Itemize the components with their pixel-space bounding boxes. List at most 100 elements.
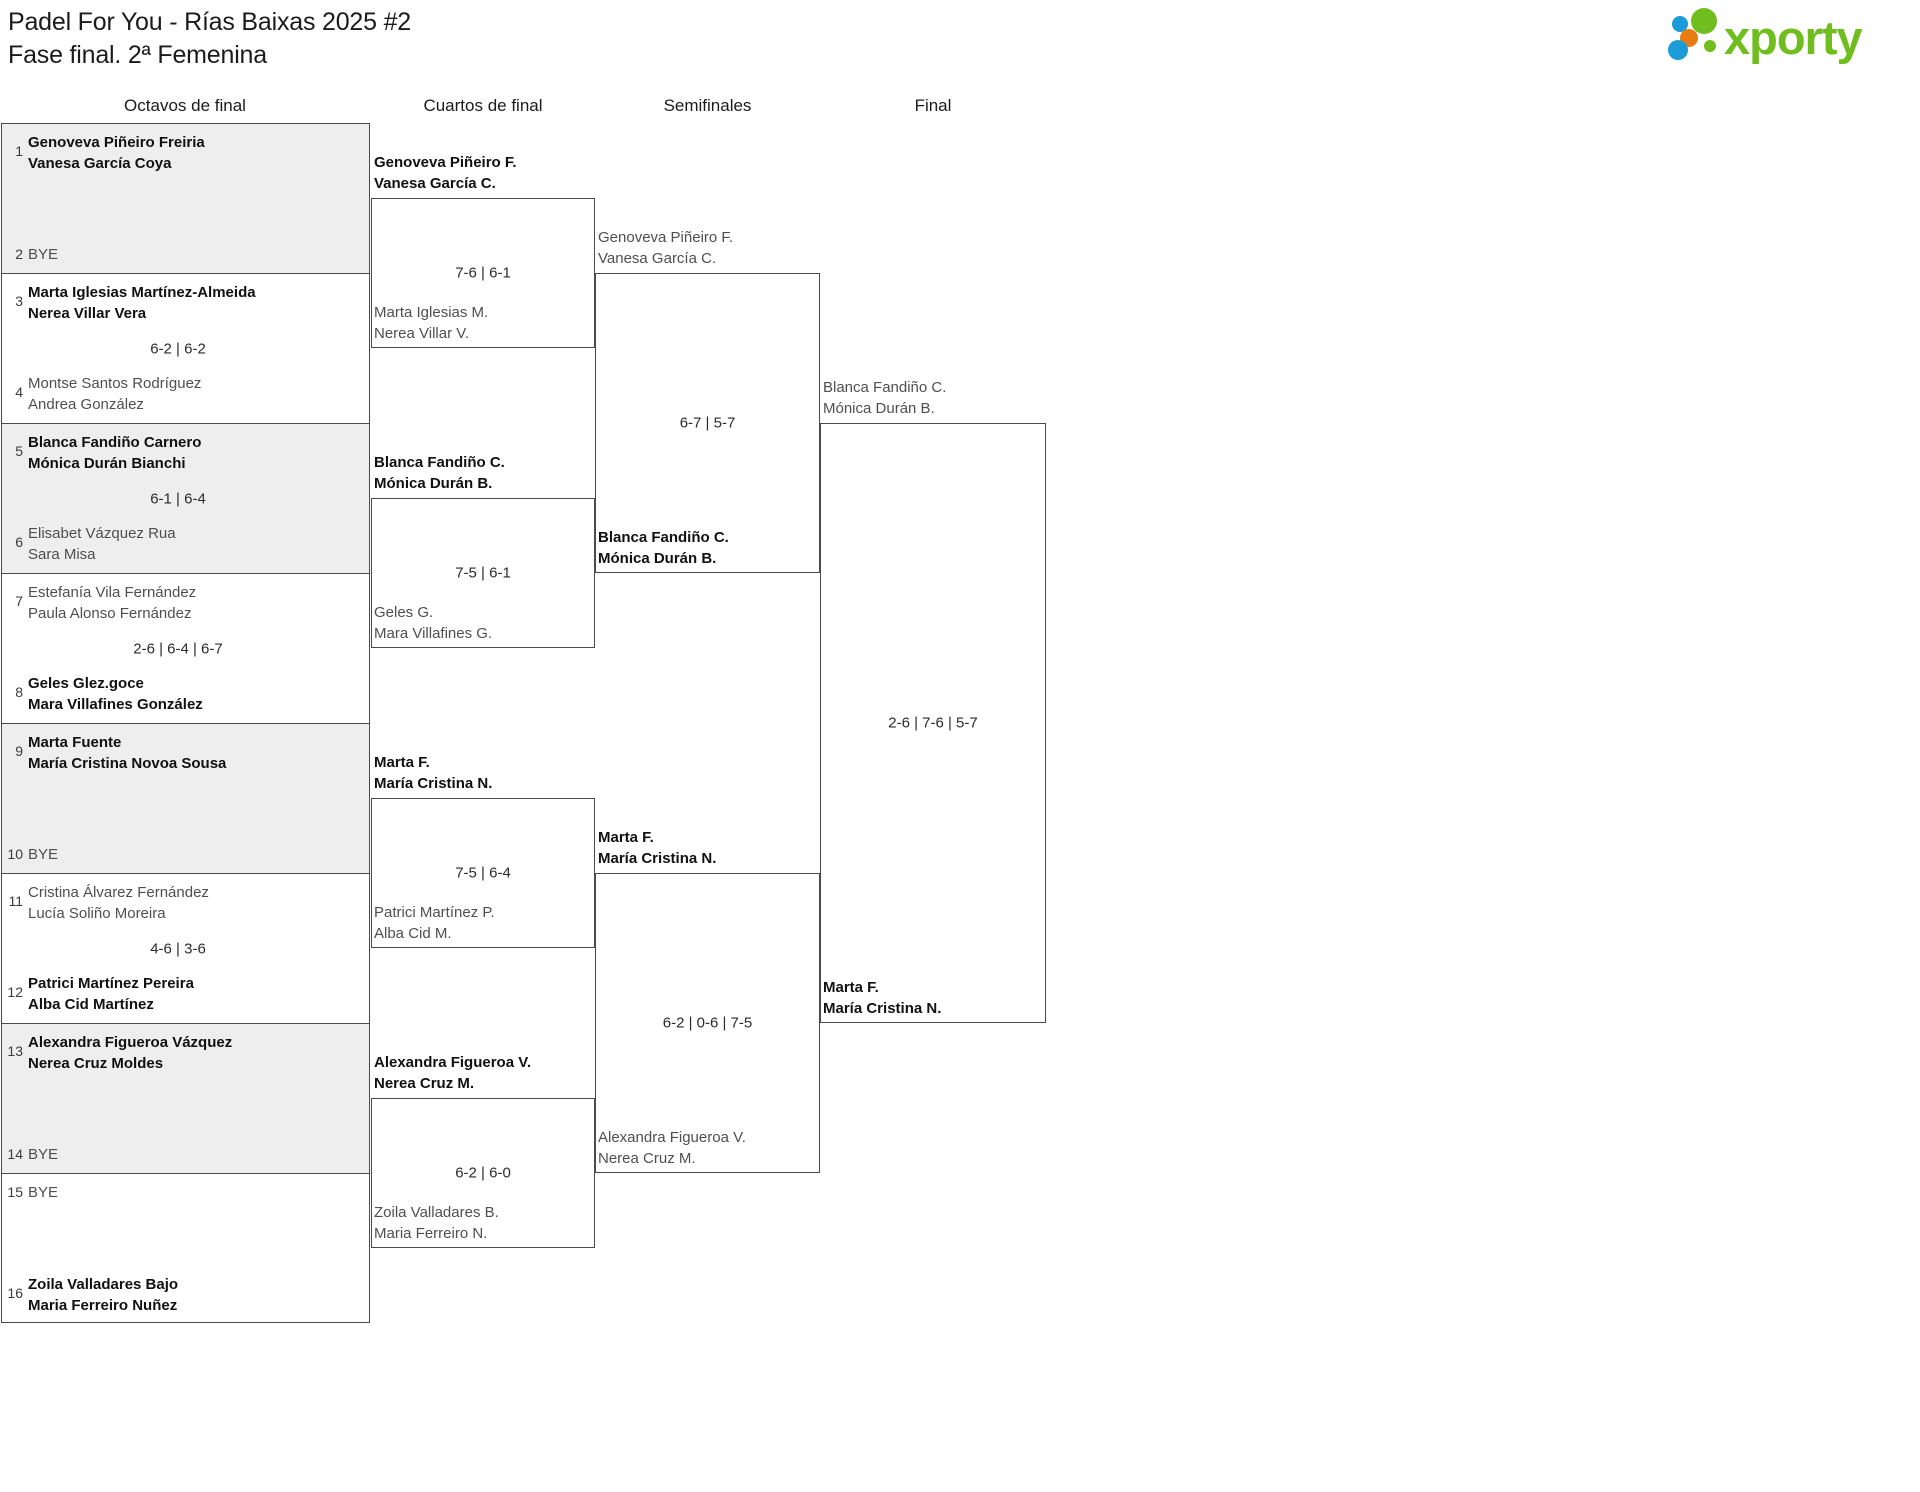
seed-number: 11: [8, 893, 23, 909]
bye-label: BYE: [28, 846, 59, 863]
round-header-semifinales: Semifinales: [663, 96, 752, 115]
seed-number: 5: [15, 443, 23, 459]
player-name: Mara Villafines González: [28, 696, 203, 713]
team-slot: Marta F. María Cristina N.: [598, 827, 716, 869]
match-score: 6-1 | 6-4: [150, 490, 206, 507]
match-score: 7-5 | 6-1: [455, 564, 511, 582]
player-name: María Cristina N.: [823, 1000, 942, 1017]
player-name: Mara Villafines G.: [374, 625, 493, 642]
team-slot: Blanca Fandiño C. Mónica Durán B.: [598, 527, 729, 569]
bye-label: BYE: [28, 1184, 59, 1201]
bye-label: BYE: [28, 246, 59, 263]
player-name: Blanca Fandiño C.: [374, 454, 505, 471]
player-name: María Cristina N.: [598, 850, 717, 867]
player-name: Marta Iglesias M.: [374, 304, 489, 321]
team-slot: Alexandra Figueroa V. Nerea Cruz M.: [374, 1052, 531, 1094]
tournament-name: Padel For You - Rías Baixas 2025 #2: [8, 8, 411, 36]
team-slot: Alexandra Figueroa V.Nerea Cruz M.: [598, 1127, 746, 1169]
xporty-logo[interactable]: xporty: [1662, 8, 1902, 64]
player-name: Blanca Fandiño C.: [598, 529, 729, 546]
player-name: Zoila Valladares Bajo: [28, 1276, 179, 1293]
seed-number: 2: [15, 246, 23, 262]
tournament-phase: Fase final. 2ª Femenina: [8, 41, 267, 69]
player-name: Marta F.: [598, 829, 654, 846]
player-name: Vanesa García C.: [598, 250, 717, 267]
match-score: 6-7 | 5-7: [679, 414, 736, 432]
player-name: Alba Cid M.: [374, 925, 452, 942]
semifinal-match[interactable]: 6-2 | 0-6 | 7-5: [595, 873, 820, 1173]
player-name: Mónica Durán B.: [374, 475, 493, 492]
player-name: Marta F.: [374, 754, 430, 771]
match-score: 4-6 | 3-6: [150, 940, 206, 957]
player-name: Marta Fuente: [28, 734, 122, 751]
player-name: Nerea Villar V.: [374, 325, 470, 342]
match-score: 6-2 | 0-6 | 7-5: [662, 1014, 753, 1032]
seed-number: 9: [15, 743, 23, 759]
match-score: 6-2 | 6-2: [150, 340, 206, 357]
match-score: 7-5 | 6-4: [455, 864, 511, 882]
team-slot: Geles G.Mara Villafines G.: [374, 602, 492, 644]
quarterfinal-match[interactable]: 7-5 | 6-4: [371, 798, 595, 948]
seed-number: 1: [15, 143, 23, 159]
player-name: Marta F.: [823, 979, 879, 996]
svg-text:xporty: xporty: [1724, 11, 1863, 64]
player-name: Marta Iglesias Martínez-Almeida: [28, 284, 256, 301]
xporty-logo-icon: xporty: [1668, 8, 1864, 64]
player-name: Montse Santos Rodríguez: [28, 375, 202, 392]
match-score: 2-6 | 7-6 | 5-7: [888, 714, 978, 732]
seed-number: 3: [15, 293, 23, 309]
player-name: Nerea Cruz M.: [374, 1075, 475, 1092]
match-score: 2-6 | 6-4 | 6-7: [133, 640, 223, 657]
player-name: Alexandra Figueroa V.: [374, 1054, 532, 1071]
player-name: Nerea Cruz Moldes: [28, 1055, 164, 1072]
player-name: Mónica Durán B.: [823, 400, 935, 417]
seed-number: 15: [7, 1184, 23, 1200]
final-match[interactable]: 2-6 | 7-6 | 5-7: [820, 423, 1046, 1023]
quarterfinal-match[interactable]: 6-2 | 6-0: [371, 1098, 595, 1248]
player-name: Mónica Durán B.: [598, 550, 717, 567]
round-header-cuartos: Cuartos de final: [423, 96, 543, 115]
quarterfinal-match[interactable]: 7-6 | 6-1: [371, 198, 595, 348]
player-name: Cristina Álvarez Fernández: [28, 884, 209, 901]
player-name: Elisabet Vázquez Rua: [28, 525, 176, 542]
player-name: Vanesa García Coya: [28, 155, 172, 172]
player-name: Zoila Valladares B.: [374, 1204, 499, 1221]
seed-number: 16: [7, 1285, 23, 1301]
player-name: Genoveva Piñeiro F.: [374, 154, 517, 171]
round1-team-slot: 2 BYE: [2, 244, 369, 265]
quarterfinal-match[interactable]: 7-5 | 6-1: [371, 498, 595, 648]
bye-label: BYE: [28, 1146, 59, 1163]
seed-number: 6: [15, 534, 23, 550]
round-header-octavos: Octavos de final: [124, 96, 246, 115]
team-slot: Zoila Valladares B.Maria Ferreiro N.: [374, 1202, 499, 1244]
semifinal-match[interactable]: 6-7 | 5-7: [595, 273, 820, 573]
player-name: Blanca Fandiño Carnero: [28, 434, 202, 451]
